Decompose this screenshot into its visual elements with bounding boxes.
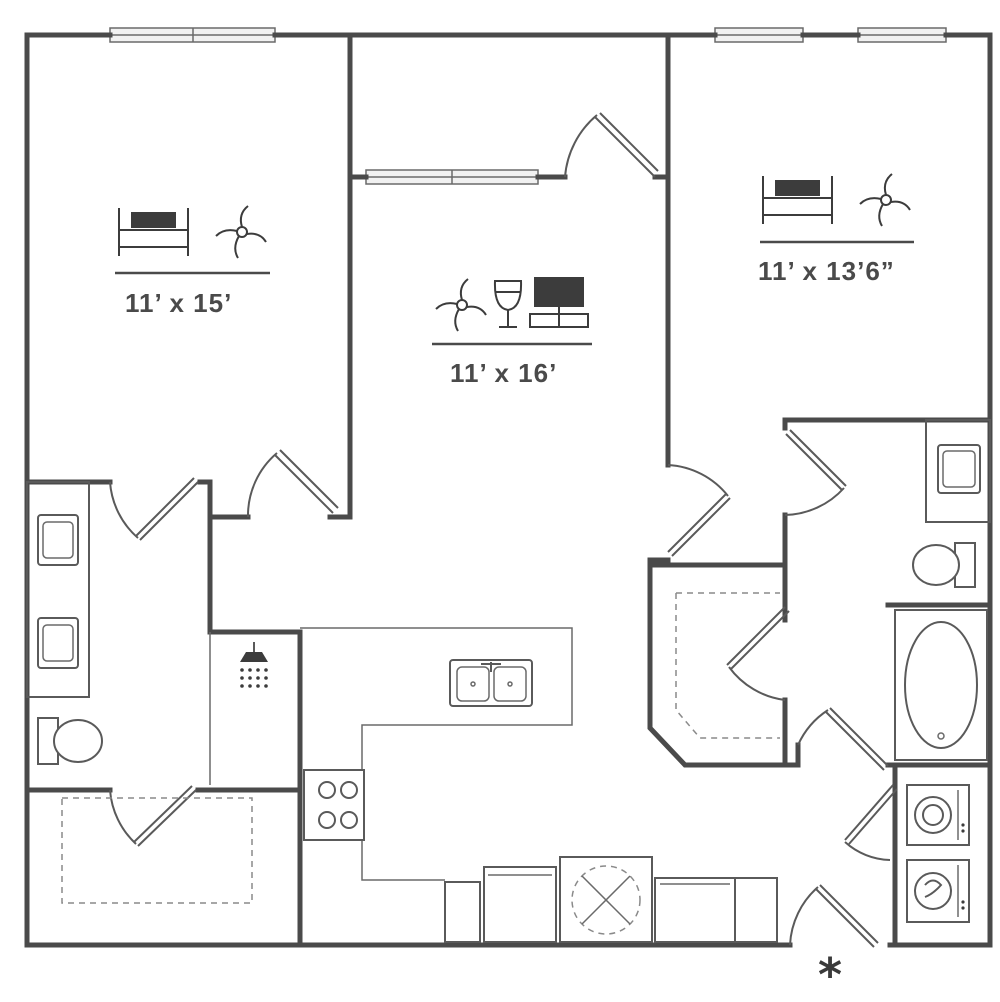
- left-closet-shelf: [61, 797, 253, 904]
- left-bath-vanity: [26, 481, 90, 698]
- door-left-bath: [109, 477, 199, 541]
- bed-icon-right: [762, 176, 833, 224]
- door-bedroom-left: [246, 449, 339, 518]
- window-bedroom-right-a: [714, 27, 804, 43]
- window-bedroom-left: [109, 27, 276, 43]
- entry-marker: *: [818, 948, 843, 1002]
- door-right-bath: [784, 429, 847, 516]
- shower-icon: [209, 632, 268, 785]
- bedroom-right-dimensions: 11’ x 13’6”: [758, 256, 895, 286]
- living-room-dimensions: 11’ x 16’: [450, 358, 558, 388]
- interior-walls: [24, 32, 993, 948]
- window-living-room: [365, 169, 539, 185]
- ceiling-fan-icon-right: [859, 173, 911, 227]
- door-laundry: [844, 784, 898, 861]
- bed-icon: [118, 208, 189, 256]
- door-bedroom-right: [667, 464, 731, 557]
- toilet-icon: [37, 717, 103, 765]
- kitchen-sink-icon: [449, 659, 533, 707]
- tv-media-icon: [529, 277, 589, 328]
- wine-glass-icon: [493, 280, 523, 328]
- kitchen-counter-base: [444, 856, 778, 943]
- washer-icon: [906, 784, 970, 846]
- bathtub-icon: [894, 609, 988, 761]
- door-walk-in-closet: [726, 606, 790, 701]
- ceiling-fan-icon: [215, 205, 267, 259]
- door-entry: [789, 884, 879, 948]
- ceiling-fan-icon-living: [435, 278, 487, 332]
- kitchen-island: [300, 627, 573, 881]
- dryer-icon: [906, 859, 970, 923]
- right-bath-vanity: [925, 419, 991, 523]
- door-living-top: [564, 112, 659, 178]
- walk-in-closet-shelf: [675, 592, 780, 739]
- window-bedroom-right-b: [857, 27, 947, 43]
- stove-icon: [303, 769, 365, 841]
- toilet-icon-right: [912, 542, 976, 588]
- door-left-closet: [109, 785, 197, 847]
- door-hall-bath: [797, 707, 889, 771]
- bedroom-left-dimensions: 11’ x 15’: [125, 288, 233, 318]
